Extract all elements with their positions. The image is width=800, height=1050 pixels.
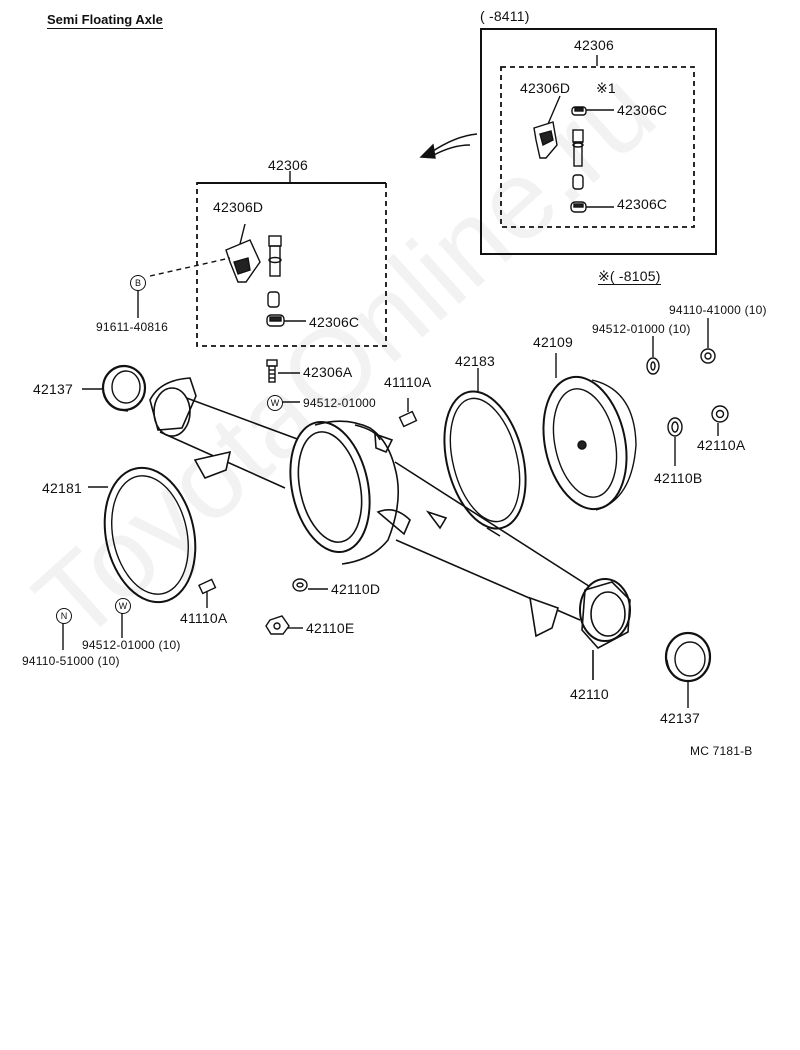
label-42137-left: 42137	[33, 381, 73, 397]
cover-42109	[542, 353, 637, 511]
label-91611-40816: 91611-40816	[96, 320, 169, 334]
label-42137-right: 42137	[660, 710, 700, 726]
label-42110: 42110	[570, 686, 609, 702]
gasket-42183	[443, 368, 527, 530]
nut-42110d-icon	[292, 578, 328, 592]
breather-pin-icon	[267, 235, 282, 308]
note-mark: ※1	[596, 80, 616, 96]
clip-icon	[266, 314, 306, 327]
symbol-n: N	[56, 608, 72, 624]
inset-clip-top-icon	[571, 106, 614, 116]
pointer-arrow	[429, 133, 478, 154]
inset-bracket-icon	[533, 121, 558, 159]
figure-code: MC 7181-B	[690, 744, 753, 758]
label-42306d: 42306D	[213, 199, 264, 215]
symbol-w-lower: W	[115, 598, 131, 614]
label-42306c: 42306C	[309, 314, 360, 330]
nut-42110e-icon	[265, 615, 303, 635]
inset-range-label: ( -8411)	[480, 8, 530, 24]
oil-seal-right	[664, 631, 712, 708]
label-42306a: 42306A	[303, 364, 353, 380]
inset-frame	[480, 28, 717, 255]
label-inset-42306: 42306	[574, 37, 614, 53]
label-inset-42306c-bottom: 42306C	[617, 196, 668, 212]
label-inset-42306c-top: 42306C	[617, 102, 668, 118]
label-94512-01000-lower: 94512-01000 (10)	[82, 638, 181, 652]
label-94512-01000: 94512-01000	[303, 396, 376, 410]
diagram-title: Semi Floating Axle	[47, 12, 163, 29]
label-41110a-top: 41110A	[384, 374, 432, 390]
bolt-42306a-icon	[266, 359, 300, 383]
stud-41110a-top-icon	[398, 398, 418, 428]
washer-42110b-icon	[667, 417, 683, 466]
oil-seal-left	[82, 364, 147, 412]
label-inset-42306d: 42306D	[520, 80, 571, 96]
inset-clip-bottom-icon	[570, 201, 614, 213]
gasket-42181	[88, 466, 197, 604]
label-41110a-bottom: 41110A	[180, 610, 228, 626]
label-42306: 42306	[268, 157, 308, 173]
inset-pin-icon	[572, 129, 584, 190]
label-42110b: 42110B	[654, 470, 703, 486]
label-42109: 42109	[533, 334, 573, 350]
inset-dashed-box	[500, 66, 695, 228]
note-range-label: ※( -8105)	[598, 268, 661, 285]
label-42110d: 42110D	[331, 581, 381, 597]
label-42110e: 42110E	[306, 620, 355, 636]
nut-94110-41000-icon	[700, 318, 716, 364]
label-42110a: 42110A	[697, 437, 746, 453]
bracket-icon	[225, 239, 261, 283]
valve-kit-dashed-box	[196, 182, 387, 347]
axle-housing	[149, 377, 631, 680]
symbol-w: W	[267, 395, 283, 411]
label-42181: 42181	[42, 480, 82, 496]
label-94512-01000-10: 94512-01000 (10)	[592, 322, 691, 336]
stud-41110a-bottom-icon	[198, 578, 217, 608]
label-42183: 42183	[455, 353, 495, 369]
label-94110-41000: 94110-41000 (10)	[669, 303, 767, 317]
nut-42110a-icon	[711, 405, 729, 436]
symbol-b: B	[130, 275, 146, 291]
washer-94512-icon	[646, 336, 660, 375]
label-94110-51000: 94110-51000 (10)	[22, 654, 120, 668]
